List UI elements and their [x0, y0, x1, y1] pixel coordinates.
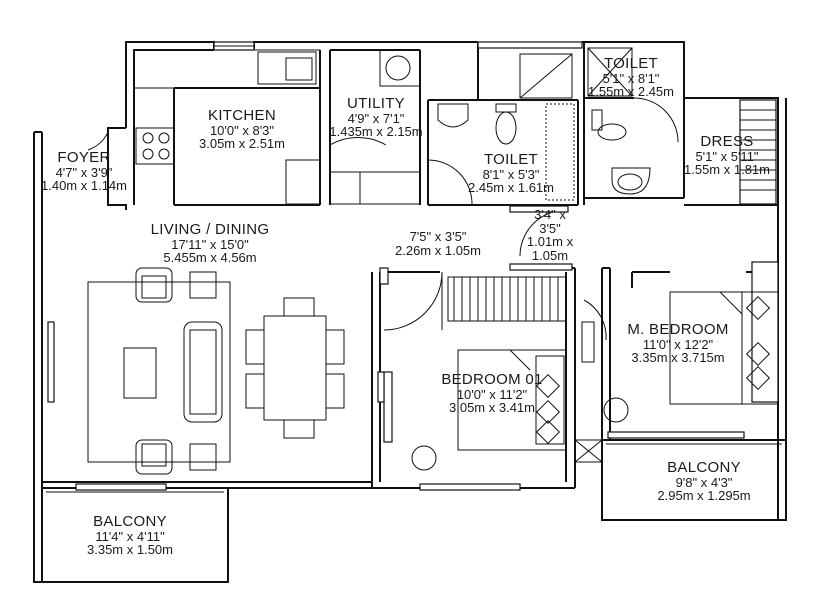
dress-window-hatch	[740, 109, 776, 191]
room-dim-metric: 2.26m x 1.05m	[395, 242, 481, 258]
toilet-1-fixtures	[437, 103, 575, 201]
master-bedroom-furniture	[581, 291, 779, 423]
room-dim-imperial: 9'8" x 4'3"	[675, 474, 733, 490]
room-dim-metric: 1.55m x 1.81m	[684, 162, 770, 178]
room-name: FOYER	[57, 149, 111, 166]
room-name: BALCONY	[667, 459, 741, 476]
room-label-foyer: FOYER 4'7" x 3'9" 1.40m x 1.14m	[36, 150, 132, 193]
room-name: BEDROOM 01	[441, 371, 543, 388]
room-dim-imperial: 11'4" x 4'11"	[95, 528, 165, 544]
room-dim-imperial: 4'7" x 3'9"	[55, 164, 113, 180]
room-label-toilet-2: TOILET 5'1" x 8'1" 1.55m x 2.45m	[576, 56, 686, 99]
room-dim-metric: 2.45m x 1.61m	[468, 180, 554, 196]
room-label-bedroom-01: BEDROOM 01 10'0" x 11'2" 3.05m x 3.41m	[432, 372, 552, 415]
room-dim-metric: 1.55m x 2.45m	[588, 84, 674, 100]
room-label-passage-1: 7'5" x 3'5" 2.26m x 1.05m	[380, 230, 496, 257]
room-dim-imperial: 11'0" x 12'2"	[642, 336, 714, 352]
room-dim-imperial: 5'1" x 8'1"	[602, 70, 660, 86]
room-dim-imperial: 17'11" x 15'0"	[171, 236, 249, 252]
kitchen-fixtures	[133, 49, 321, 205]
room-label-master-bedroom: M. BEDROOM 11'0" x 12'2" 3.35m x 3.715m	[616, 322, 740, 365]
utility-fixtures	[329, 49, 421, 205]
room-name: M. BEDROOM	[627, 321, 729, 338]
room-name: KITCHEN	[208, 107, 276, 124]
room-label-living-dining: LIVING / DINING 17'11" x 15'0" 5.455m x …	[130, 222, 290, 265]
room-dim-imperial: 8'1" x 5'3"	[482, 166, 540, 182]
room-label-toilet-1: TOILET 8'1" x 5'3" 2.45m x 1.61m	[456, 152, 566, 195]
room-name: DRESS	[700, 133, 754, 150]
bedroom-1-furniture	[411, 349, 567, 471]
room-dim-metric: 2.95m x 1.295m	[657, 488, 751, 504]
room-dim-metric: 1.435m x 2.15m	[329, 124, 423, 140]
room-label-dress: DRESS 5'1" x 5'11" 1.55m x 1.81m	[672, 134, 782, 177]
room-label-balcony-1: BALCONY 11'4" x 4'11" 3.35m x 1.50m	[72, 514, 188, 557]
passage-hatch	[453, 277, 559, 321]
toilet-2-fixtures	[587, 47, 651, 195]
room-dim-metric: 3.05m x 2.51m	[199, 136, 285, 152]
room-dim-imperial: 4'9" x 7'1"	[347, 110, 405, 126]
living-furniture	[87, 267, 231, 475]
room-dim-metric: 5.455m x 4.56m	[163, 250, 257, 266]
room-name: LIVING / DINING	[150, 221, 270, 238]
windows	[47, 41, 779, 491]
room-label-passage-2: 3'4" x 3'5" 1.01m x 1.05m	[514, 208, 586, 263]
room-dim-metric: 3.35m x 1.50m	[87, 542, 173, 558]
passage-dim-line-1: 3'4" x	[534, 207, 566, 222]
room-dim-imperial: 10'0" x 8'3"	[209, 122, 275, 138]
room-name: TOILET	[603, 55, 659, 72]
room-label-balcony-2: BALCONY 9'8" x 4'3" 2.95m x 1.295m	[644, 460, 764, 503]
room-label-kitchen: KITCHEN 10'0" x 8'3" 3.05m x 2.51m	[184, 108, 300, 151]
room-dim-imperial: 7'5" x 3'5"	[409, 229, 467, 244]
room-dim-imperial: 10'0" x 11'2"	[456, 386, 528, 402]
room-dim-metric: 3.05m x 3.41m	[449, 400, 535, 416]
passage-dim-line-4: 1.05m	[531, 247, 569, 263]
room-dim-imperial: 5'1" x 5'11"	[695, 148, 759, 164]
dining-set	[245, 297, 345, 439]
room-name: TOILET	[483, 151, 539, 168]
wall-strips	[377, 205, 573, 403]
room-name: BALCONY	[93, 513, 167, 530]
room-label-utility: UTILITY 4'9" x 7'1" 1.435m x 2.15m	[322, 96, 430, 139]
room-dim-metric: 1.40m x 1.14m	[41, 178, 127, 194]
passage-dim-line-3: 1.01m x	[526, 234, 574, 250]
room-dim-metric: 3.35m x 3.715m	[631, 350, 725, 366]
shaft	[519, 53, 603, 463]
room-name: UTILITY	[347, 95, 405, 112]
passage-dim-line-2: 3'5"	[539, 220, 561, 236]
